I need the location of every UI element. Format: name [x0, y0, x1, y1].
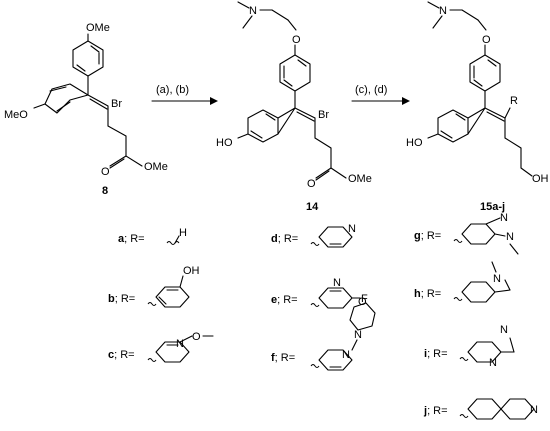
eq-e: ; R=	[277, 294, 297, 306]
n-h: N	[493, 273, 501, 285]
n-d: N	[348, 223, 356, 235]
rgroup-j: j; R= N	[423, 398, 538, 420]
n-15: N	[439, 5, 447, 17]
svg-text:a; R=: a; R=	[118, 233, 145, 245]
n-e: N	[333, 277, 341, 289]
rgroup-g: g; R= N N	[414, 212, 519, 255]
rgroup-a: a; R= H	[118, 227, 187, 245]
o-ether-15: O	[482, 34, 491, 46]
ho-15: HO	[406, 137, 423, 149]
svg-text:i; R=: i; R=	[424, 348, 448, 360]
rgroup-c: c; R= N O	[108, 331, 214, 363]
rgroup-e: e; R= N F	[271, 277, 368, 309]
letter-g: g	[414, 230, 421, 242]
rgroup-d: d; R= N	[271, 223, 356, 248]
letter-e: e	[271, 294, 277, 306]
eq-i: ; R=	[427, 348, 447, 360]
eq-b: ; R=	[115, 293, 135, 305]
letter-i: i	[424, 348, 427, 360]
letter-f: f	[271, 352, 275, 364]
rgroup-f: f; R= N N O	[271, 296, 376, 371]
step-2-label: (c), (d)	[355, 84, 387, 96]
n-14: N	[249, 5, 257, 17]
compound-14: N O Br HO O OMe 14	[216, 1, 372, 213]
svg-text:b; R=: b; R=	[108, 293, 135, 305]
step-1-label: (a), (b)	[156, 84, 189, 96]
letter-c: c	[108, 349, 114, 361]
svg-text:f; R=: f; R=	[271, 352, 295, 364]
br-8: Br	[111, 98, 122, 110]
f-e: F	[361, 293, 368, 305]
h-a: H	[179, 227, 187, 239]
rgroup-i: i; R= N N	[424, 324, 515, 369]
svg-text:c; R=: c; R=	[108, 349, 135, 361]
svg-text:g; R=: g; R=	[414, 230, 441, 242]
letter-j: j	[423, 405, 427, 417]
letter-h: h	[414, 288, 421, 300]
eq-h: ; R=	[421, 288, 441, 300]
svg-text:d; R=: d; R=	[271, 233, 298, 245]
n1-g: N	[500, 212, 508, 224]
eq-g: ; R=	[421, 230, 441, 242]
label-8: 8	[102, 185, 108, 197]
oh-b: OH	[183, 265, 200, 277]
n-j: N	[530, 404, 538, 416]
letter-d: d	[271, 233, 278, 245]
o-carbonyl-8: O	[101, 166, 110, 178]
compound-15: N O R HO OH 15a-j	[406, 1, 549, 213]
n2-i: N	[500, 324, 508, 336]
n-f-morph: N	[354, 329, 362, 341]
ho-14: HO	[216, 137, 233, 149]
svg-text:j; R=: j; R=	[423, 405, 448, 417]
n1-i: N	[489, 357, 497, 369]
label-14: 14	[306, 201, 319, 213]
letter-a: a	[118, 233, 125, 245]
eq-c: ; R=	[114, 349, 134, 361]
oh-15: OH	[532, 173, 549, 185]
svg-text:e; R=: e; R=	[271, 294, 298, 306]
meo-8: MeO	[4, 109, 28, 121]
ome-top-8: OMe	[86, 22, 110, 34]
n-f-ring: N	[342, 349, 350, 361]
br-14: Br	[318, 109, 329, 121]
ome-ester-8: OMe	[144, 161, 168, 173]
n-c: N	[176, 338, 184, 350]
o-c: O	[192, 331, 201, 343]
compound-8: OMe Br MeO O OMe 8	[4, 22, 168, 197]
eq-a: ; R=	[124, 233, 144, 245]
eq-d: ; R=	[278, 233, 298, 245]
letter-b: b	[108, 293, 115, 305]
eq-j: ; R=	[427, 405, 447, 417]
eq-f: ; R=	[275, 352, 295, 364]
rgroup-b: b; R= OH	[108, 265, 200, 308]
arrow-step-1: (a), (b)	[151, 84, 218, 105]
rgroup-h: h; R= N	[414, 261, 511, 303]
ome-ester-14: OMe	[348, 173, 372, 185]
n2-g: N	[506, 231, 514, 243]
label-15: 15a-j	[480, 201, 505, 213]
o-carbonyl-14: O	[307, 178, 316, 190]
o-f: O	[358, 296, 367, 308]
arrow-step-2: (c), (d)	[351, 84, 410, 105]
o-ether-14: O	[292, 34, 301, 46]
r-15: R	[510, 95, 518, 107]
svg-text:h; R=: h; R=	[414, 288, 441, 300]
